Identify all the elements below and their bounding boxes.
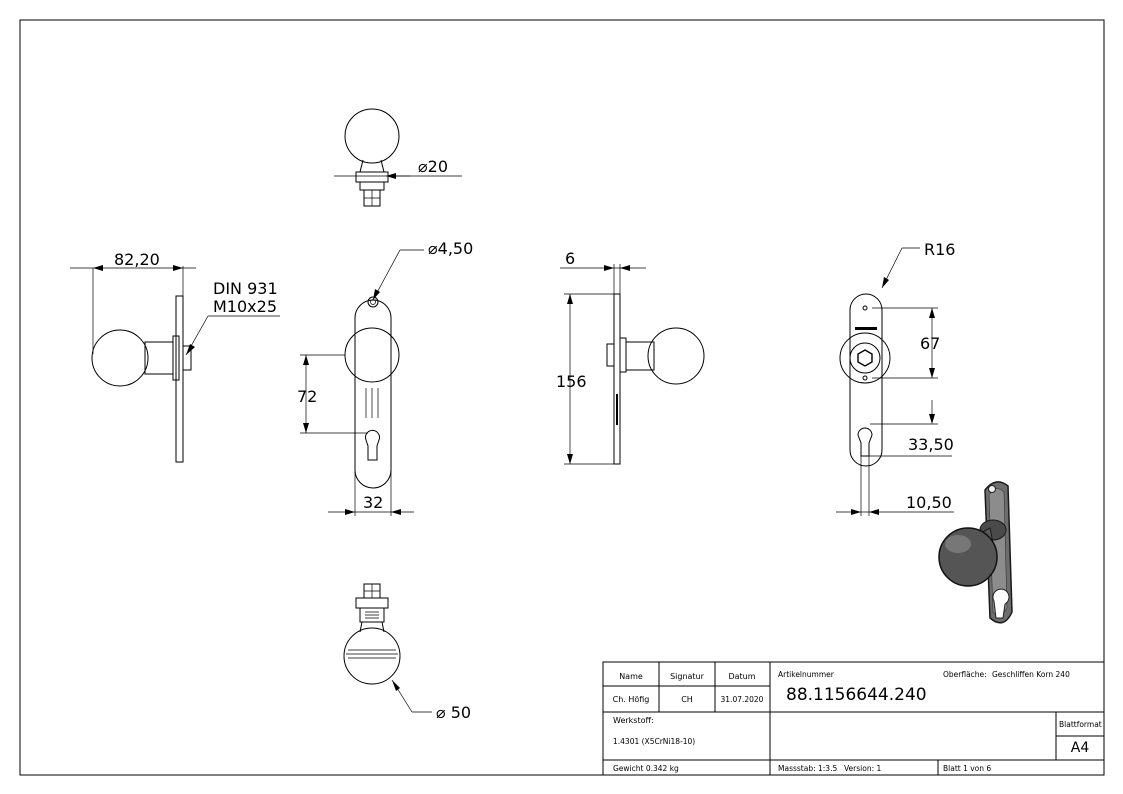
iso-ball — [938, 527, 998, 587]
top-view-ball — [344, 108, 400, 164]
header-signature: Signatur — [670, 672, 705, 681]
dim-back-67: 67 — [920, 334, 940, 353]
sheet-format-value: A4 — [1071, 740, 1090, 756]
dim-plate-height: 156 — [556, 372, 587, 391]
dim-side-width: 82,20 — [114, 250, 160, 269]
surface-label: Oberfläche: — [943, 670, 987, 679]
value-name: Ch. Höfig — [613, 695, 650, 704]
dim-front-72: 72 — [297, 387, 317, 406]
side-view-right-ball — [647, 327, 705, 385]
dim-back-1050: 10,50 — [906, 493, 952, 512]
top-view: ⌀20 — [334, 108, 462, 207]
header-name: Name — [619, 672, 643, 681]
front-view-keyhole — [365, 429, 380, 461]
side-view-plate — [175, 295, 184, 463]
dim-front-32: 32 — [363, 493, 383, 512]
article-number: 88.1156644.240 — [786, 685, 927, 705]
side-view-right: 6 156 — [556, 249, 705, 465]
title-block: Name Signatur Datum Ch. Höfig CH 31.07.2… — [602, 661, 1105, 776]
weight: Gewicht 0.342 kg — [613, 764, 679, 773]
side-view-ball — [91, 329, 149, 387]
article-label: Artikelnummer — [778, 670, 835, 679]
dim-ball-dia: ⌀ 50 — [436, 703, 471, 722]
back-view: R16 67 33,50 10,50 — [836, 240, 955, 516]
material-label: Werkstoff: — [613, 716, 654, 725]
back-view-keyhole — [857, 427, 873, 457]
version: Version: 1 — [844, 764, 881, 773]
dim-back-3350: 33,50 — [908, 435, 954, 454]
sheet-number: Blatt 1 von 6 — [943, 764, 991, 773]
dim-radius: R16 — [924, 240, 955, 259]
dim-screw-size: M10x25 — [213, 297, 277, 316]
header-date: Datum — [728, 672, 755, 681]
isometric-view — [938, 481, 1013, 624]
back-view-plate — [849, 293, 883, 467]
dim-hole-dia: ⌀4,50 — [428, 239, 473, 258]
front-view: ⌀4,50 72 32 — [297, 239, 473, 516]
surface-value: Geschliffen Korn 240 — [992, 670, 1070, 679]
value-date: 31.07.2020 — [721, 695, 764, 704]
bottom-view-ball — [343, 627, 401, 685]
scale: Massstab: 1:3.5 — [778, 764, 837, 773]
material-value: 1.4301 (X5CrNi18-10) — [613, 737, 695, 746]
dim-screw-norm: DIN 931 — [213, 279, 278, 298]
side-view-right-plate — [613, 293, 621, 465]
dim-plate-thickness: 6 — [565, 249, 575, 268]
dim-ball-top-dia: ⌀20 — [418, 157, 448, 176]
sheet-format-label: Blattformat — [1059, 720, 1102, 729]
bottom-view: ⌀ 50 — [343, 583, 471, 722]
sheet-border — [19, 19, 1105, 776]
side-view-left: 82,20 DIN 931 M10x25 — [70, 250, 280, 463]
value-signature: CH — [681, 695, 693, 704]
